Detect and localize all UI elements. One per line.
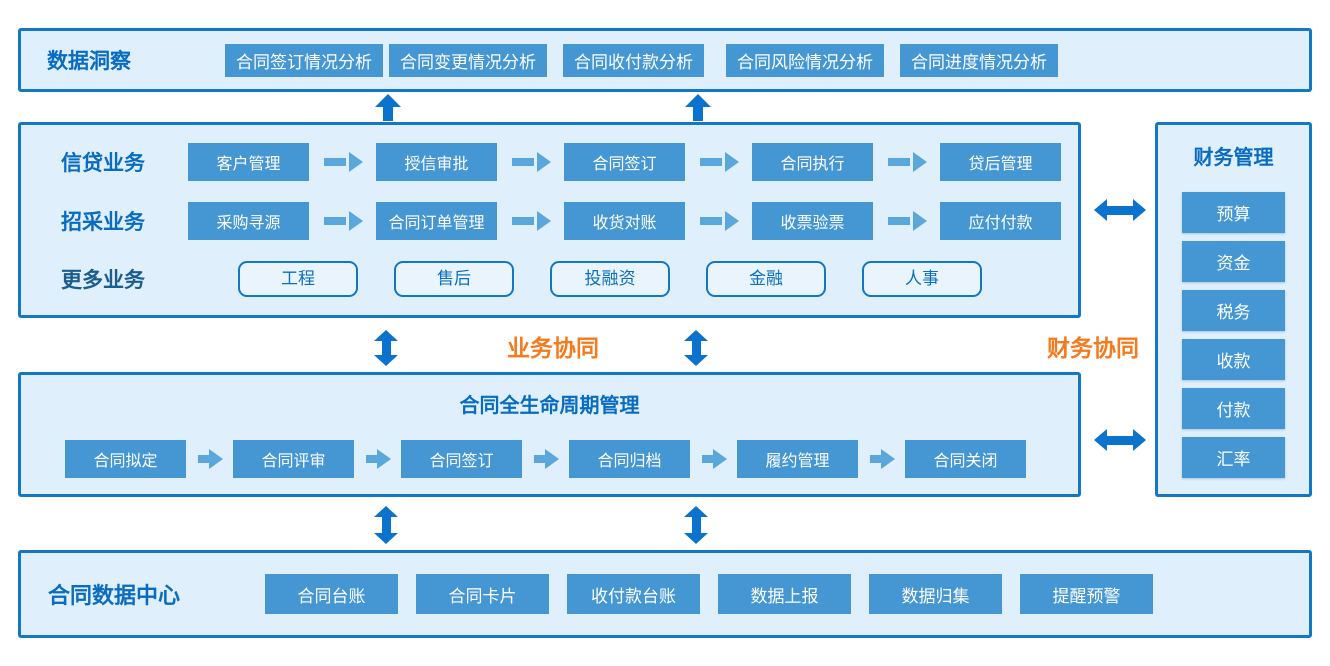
vertical-double-arrow-icon [374,330,398,366]
step-contract-signing-lifecycle[interactable]: 合同签订 [401,440,522,478]
tag-after-sales[interactable]: 售后 [394,260,514,297]
insight-panel: 数据洞察 合同签订情况分析 合同变更情况分析 合同收付款分析 合同风险情况分析 … [18,28,1312,92]
vertical-double-arrow-icon [684,330,708,366]
finance-list: 预算 资金 税务 收款 付款 汇率 [1158,192,1309,478]
flow-arrow-icon [510,210,551,231]
tag-hr[interactable]: 人事 [862,260,982,297]
more-business-row: 更多业务 工程 售后 投融资 金融 人事 [21,260,1078,297]
datacenter-alert-warning[interactable]: 提醒预警 [1020,574,1153,614]
finance-item-receipt[interactable]: 收款 [1182,339,1285,380]
datacenter-button-group: 合同台账 合同卡片 收付款台账 数据上报 数据归集 提醒预警 [265,574,1153,614]
step-procurement-sourcing[interactable]: 采购寻源 [188,201,309,240]
procurement-business-row: 招采业务 采购寻源 合同订单管理 收货对账 收票验票 应付付款 [21,201,1078,240]
credit-business-row: 信贷业务 客户管理 授信审批 合同签订 合同执行 贷后管理 [21,143,1078,182]
step-credit-approval[interactable]: 授信审批 [376,143,497,182]
step-contract-drafting[interactable]: 合同拟定 [65,440,186,478]
step-payable-payment[interactable]: 应付付款 [940,201,1061,240]
business-panel: 信贷业务 客户管理 授信审批 合同签订 合同执行 贷后管理 招采业务 采购寻源 … [18,122,1081,318]
datacenter-data-collection[interactable]: 数据归集 [869,574,1002,614]
insight-button-payment-analysis[interactable]: 合同收付款分析 [563,43,704,77]
more-business-tags: 工程 售后 投融资 金融 人事 [238,260,982,297]
flow-arrow-icon [698,152,739,173]
vertical-double-arrow-icon [374,506,398,544]
insight-button-signing-analysis[interactable]: 合同签订情况分析 [225,43,383,77]
flow-arrow-icon [700,449,727,469]
horizontal-double-arrow-icon [1094,199,1146,221]
step-invoice-verification[interactable]: 收票验票 [752,201,873,240]
finance-item-tax[interactable]: 税务 [1182,290,1285,331]
flow-arrow-icon [322,210,363,231]
tag-finance[interactable]: 金融 [706,260,826,297]
flow-arrow-icon [510,152,551,173]
flow-arrow-icon [886,210,927,231]
lifecycle-panel: 合同全生命周期管理 合同拟定 合同评审 合同签订 合同归档 履约管理 合同关闭 [18,372,1081,497]
insight-title: 数据洞察 [47,50,131,73]
credit-business-flow: 客户管理 授信审批 合同签订 合同执行 贷后管理 [188,143,1061,182]
datacenter-contract-ledger[interactable]: 合同台账 [265,574,398,614]
finance-collaboration-label: 财务协同 [1047,335,1139,361]
datacenter-title: 合同数据中心 [48,583,181,608]
step-contract-review[interactable]: 合同评审 [233,440,354,478]
procurement-business-label: 招采业务 [61,210,145,234]
step-goods-receipt-reconciliation[interactable]: 收货对账 [564,201,685,240]
datacenter-contract-card[interactable]: 合同卡片 [416,574,549,614]
finance-item-payment[interactable]: 付款 [1182,388,1285,429]
up-arrow-icon [685,94,711,121]
tag-investment-financing[interactable]: 投融资 [550,260,670,297]
vertical-double-arrow-icon [684,506,708,544]
flow-arrow-icon [322,152,363,173]
flow-arrow-icon [196,449,223,469]
insight-button-change-analysis[interactable]: 合同变更情况分析 [389,43,547,77]
datacenter-data-reporting[interactable]: 数据上报 [718,574,851,614]
finance-item-funds[interactable]: 资金 [1182,241,1285,282]
flow-arrow-icon [698,210,739,231]
step-contract-closing[interactable]: 合同关闭 [905,440,1026,478]
finance-panel: 财务管理 预算 资金 税务 收款 付款 汇率 [1155,122,1312,497]
lifecycle-flow: 合同拟定 合同评审 合同签订 合同归档 履约管理 合同关闭 [65,440,1078,478]
datacenter-payment-ledger[interactable]: 收付款台账 [567,574,700,614]
flow-arrow-icon [868,449,895,469]
horizontal-double-arrow-icon [1094,429,1146,451]
insight-button-progress-analysis[interactable]: 合同进度情况分析 [900,43,1058,77]
step-contract-execution[interactable]: 合同执行 [752,143,873,182]
up-arrow-icon [375,94,401,121]
insight-button-group: 合同签订情况分析 合同变更情况分析 合同收付款分析 合同风险情况分析 合同进度情… [225,43,1058,77]
finance-title: 财务管理 [1193,147,1274,169]
insight-button-risk-analysis[interactable]: 合同风险情况分析 [726,43,884,77]
tag-engineering[interactable]: 工程 [238,260,358,297]
credit-business-label: 信贷业务 [61,152,145,176]
business-collaboration-label: 业务协同 [507,335,599,361]
finance-item-budget[interactable]: 预算 [1182,192,1285,233]
procurement-business-flow: 采购寻源 合同订单管理 收货对账 收票验票 应付付款 [188,201,1061,240]
datacenter-panel: 合同数据中心 合同台账 合同卡片 收付款台账 数据上报 数据归集 提醒预警 [18,550,1312,638]
flow-arrow-icon [364,449,391,469]
step-contract-order-management[interactable]: 合同订单管理 [376,201,497,240]
lifecycle-title: 合同全生命周期管理 [459,395,640,417]
flow-arrow-icon [886,152,927,173]
step-contract-signing[interactable]: 合同签订 [564,143,685,182]
step-post-loan-management[interactable]: 贷后管理 [940,143,1061,182]
more-business-label: 更多业务 [61,268,145,292]
step-contract-archiving[interactable]: 合同归档 [569,440,690,478]
step-customer-management[interactable]: 客户管理 [188,143,309,182]
flow-arrow-icon [532,449,559,469]
step-performance-management[interactable]: 履约管理 [737,440,858,478]
finance-item-exchange-rate[interactable]: 汇率 [1182,437,1285,478]
